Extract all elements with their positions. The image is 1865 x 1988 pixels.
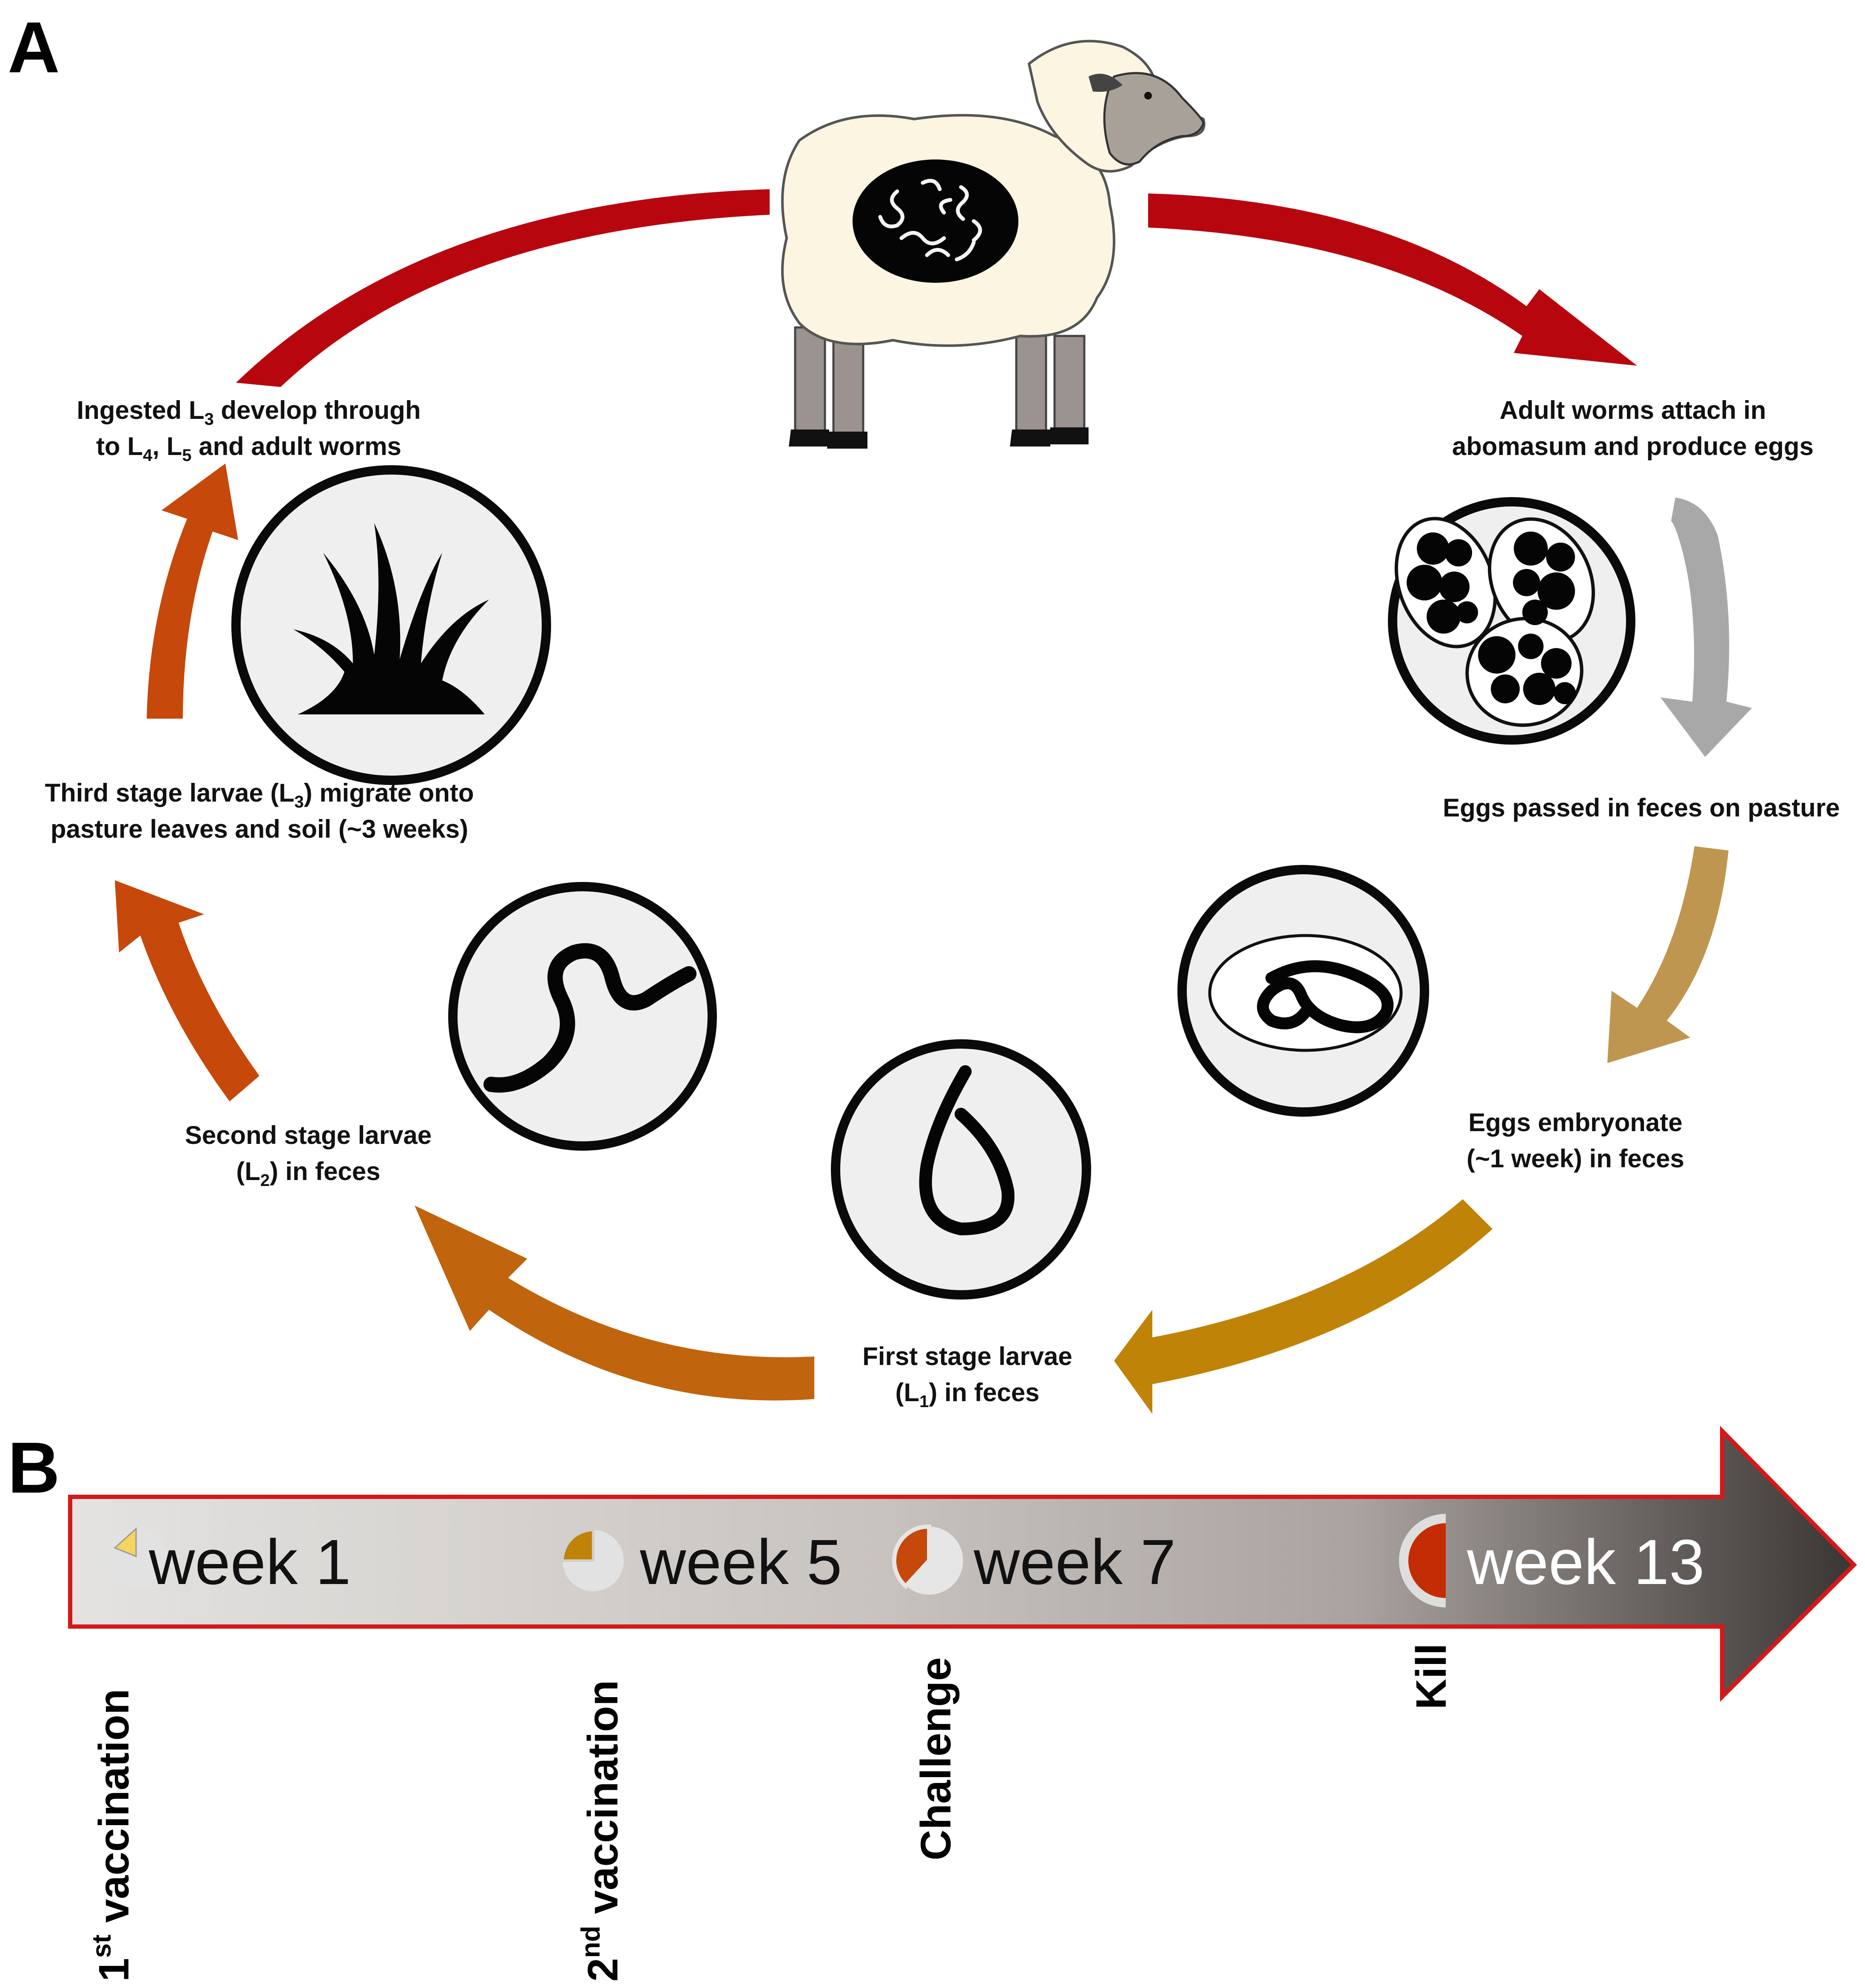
ingested-label-line2: to L4, L5 and adult worms — [96, 432, 401, 465]
first-stage-label-line2: (L1) in feces — [896, 1378, 1040, 1411]
event-first-vaccination: 1st vaccination — [87, 1689, 138, 1982]
week-5-marker-icon — [561, 1528, 624, 1591]
grass-icon — [231, 465, 551, 785]
l2-larva-icon — [448, 882, 717, 1151]
arrow-ingestion — [236, 189, 770, 387]
second-stage-label-line1: Second stage larvae — [185, 1121, 432, 1149]
arrow-adult-to-eggs — [1148, 193, 1637, 366]
ingested-label-line1: Ingested L3 develop through — [77, 396, 421, 429]
week-1-label: week 1 — [148, 1526, 351, 1598]
panel-label-b: B — [8, 1428, 60, 1508]
event-challenge: Challenge — [912, 1657, 960, 1860]
arrow-first-to-second — [415, 1206, 814, 1401]
panel-label-a: A — [8, 7, 60, 88]
week-1-marker-icon — [105, 1527, 167, 1589]
l1-larva-icon — [831, 1039, 1091, 1300]
event-kill: Kill — [1407, 1643, 1455, 1709]
adult-label-line1: Adult worms attach in — [1500, 396, 1766, 424]
arrow-hatching — [1114, 1199, 1493, 1414]
week-7-label: week 7 — [973, 1526, 1176, 1598]
week-13-label: week 13 — [1467, 1526, 1705, 1598]
embryonated-egg-icon — [1177, 865, 1429, 1117]
arrow-second-to-third — [115, 880, 259, 1101]
week-13-marker-icon — [1399, 1514, 1446, 1607]
third-stage-label-line2: pasture leaves and soil (~3 weeks) — [51, 815, 468, 843]
eggs-passed-label: Eggs passed in feces on pasture — [1443, 793, 1840, 822]
embryonate-label-line2: (~1 week) in feces — [1467, 1144, 1684, 1173]
third-stage-label-line1: Third stage larvae (L3) migrate onto — [45, 779, 474, 811]
second-stage-label-line2: (L2) in feces — [236, 1157, 381, 1190]
week-5-label: week 5 — [640, 1526, 842, 1598]
eggs-icon — [1388, 497, 1635, 745]
arrow-embryonate — [1607, 846, 1729, 1063]
arrow-third-to-ingested — [147, 464, 238, 719]
embryonate-label-line1: Eggs embryonate — [1468, 1108, 1682, 1137]
first-stage-label-line1: First stage larvae — [862, 1342, 1072, 1371]
arrow-eggs-passed — [1660, 498, 1752, 757]
week-7-marker-icon — [892, 1524, 963, 1595]
sheep-icon — [781, 40, 1205, 449]
event-second-vaccination: 2nd vaccination — [576, 1680, 627, 1982]
adult-label-line2: abomasum and produce eggs — [1452, 432, 1814, 461]
